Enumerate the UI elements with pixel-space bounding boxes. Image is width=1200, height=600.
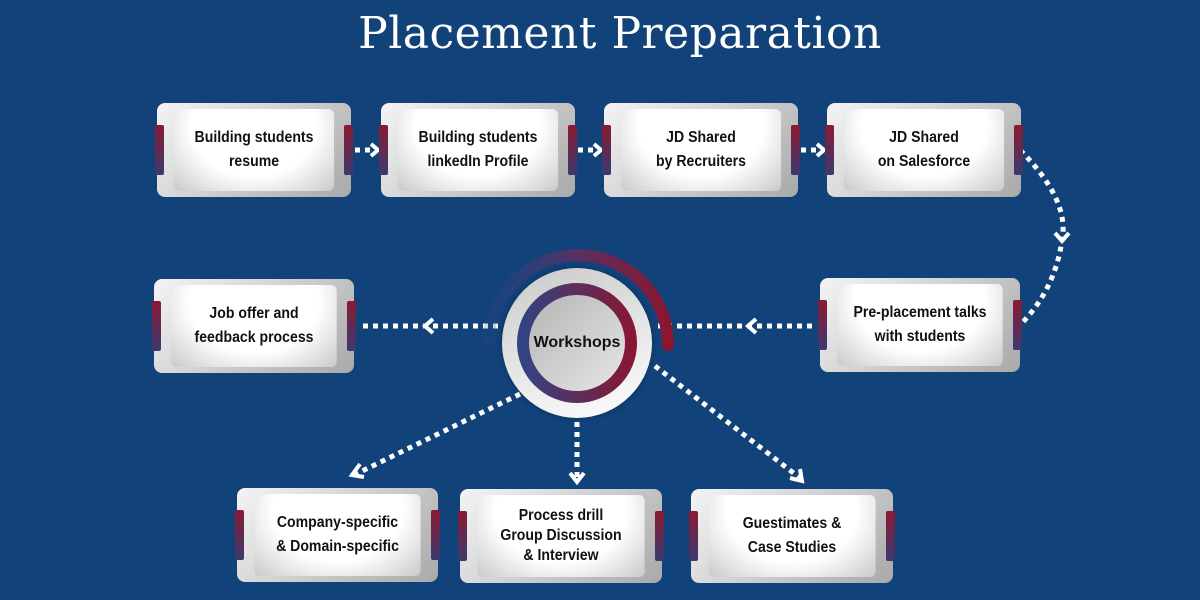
- arrowhead-icon: [789, 468, 805, 484]
- arrowhead-icon: [592, 142, 605, 158]
- step-jd-salesforce: JD Shared on Salesforce: [825, 103, 1023, 197]
- workshops-label: Workshops: [529, 295, 625, 391]
- step-building-resume: Building students resume: [155, 103, 353, 197]
- step-jd-recruiters: JD Shared by Recruiters: [602, 103, 800, 197]
- workshops-hub: Workshops: [502, 268, 652, 418]
- workshop-process-drill: Process drill Group Discussion & Intervi…: [458, 489, 664, 583]
- workshop-company-domain: Company-specific & Domain-specific: [235, 488, 440, 582]
- arrowhead-icon: [815, 142, 828, 158]
- arrowhead-icon: [369, 142, 382, 158]
- step-job-offer: Job offer and feedback process: [152, 279, 356, 373]
- connector-center-7: [354, 391, 522, 477]
- arrowhead-icon: [568, 471, 586, 486]
- step-linkedin-profile: Building students linkedIn Profile: [379, 103, 577, 197]
- arrowhead-icon: [1053, 231, 1071, 245]
- step-pre-placement: Pre-placement talks with students: [818, 278, 1022, 372]
- page-title: Placement Preparation: [358, 8, 882, 59]
- arrowhead-icon: [348, 462, 365, 479]
- connector-center-9: [653, 364, 802, 480]
- decorative-arc: [482, 249, 674, 351]
- arrowhead-icon: [744, 317, 758, 335]
- workshop-guestimates: Guestimates & Case Studies: [689, 489, 895, 583]
- arrowhead-icon: [421, 317, 435, 335]
